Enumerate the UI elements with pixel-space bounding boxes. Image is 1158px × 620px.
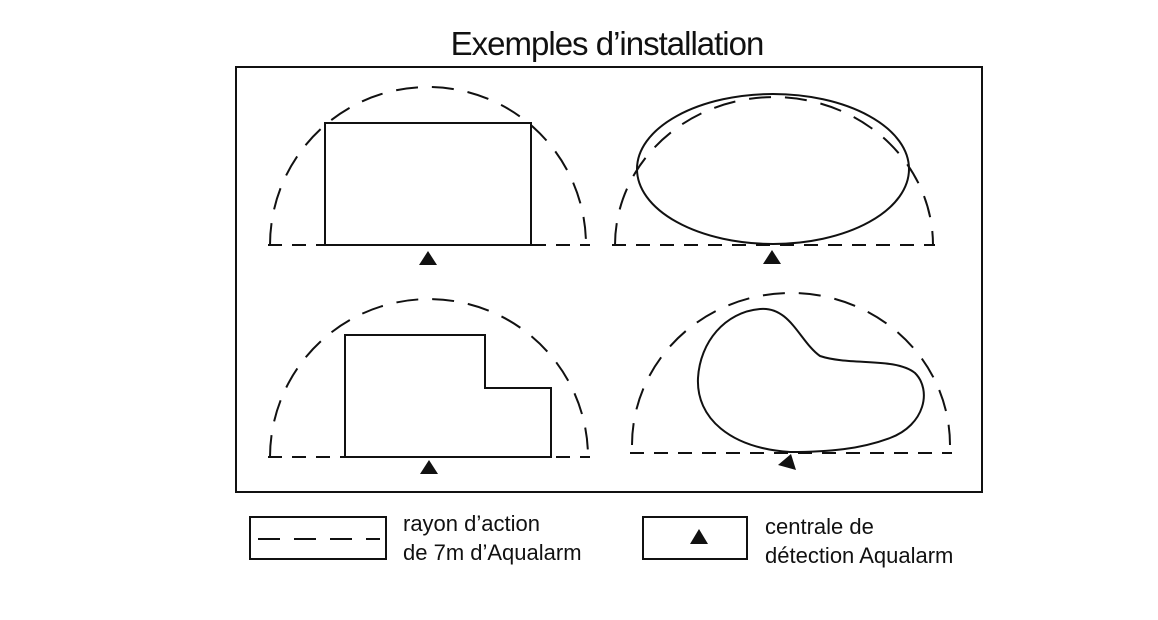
detection-radius-arc	[269, 298, 589, 458]
detection-central-marker	[763, 250, 781, 264]
l-shaped-pool-outline	[344, 334, 552, 458]
legend-central-box	[642, 516, 748, 560]
example-l-shaped-pool	[268, 298, 590, 474]
legend-radius-box	[249, 516, 387, 560]
legend-radius-line1: rayon d’action	[403, 511, 540, 536]
legend-central-line2: détection Aqualarm	[765, 543, 953, 568]
detection-central-marker	[778, 454, 796, 470]
examples-frame	[235, 66, 983, 493]
legend-central-line1: centrale de	[765, 514, 874, 539]
kidney-shaped-pool-outline	[696, 307, 925, 454]
detection-radius-arc	[269, 86, 587, 246]
example-kidney-shaped-pool	[630, 292, 952, 470]
legend-radius: rayon d’action de 7m d’Aqualarm	[249, 511, 582, 565]
example-rectangular-pool	[268, 86, 590, 265]
legend-radius-line2: de 7m d’Aqualarm	[403, 540, 582, 565]
detection-radius-arc	[631, 292, 951, 446]
detection-central-marker	[420, 460, 438, 474]
detection-radius-arc	[614, 96, 934, 246]
legend-triangle-icon	[690, 529, 708, 544]
oval-pool-outline	[636, 93, 910, 245]
diagram-title: Exemples d’installation	[451, 25, 764, 62]
example-oval-pool	[612, 93, 935, 264]
rectangular-pool-outline	[324, 122, 532, 246]
detection-central-marker	[419, 251, 437, 265]
legend-central: centrale de détection Aqualarm	[642, 514, 953, 568]
